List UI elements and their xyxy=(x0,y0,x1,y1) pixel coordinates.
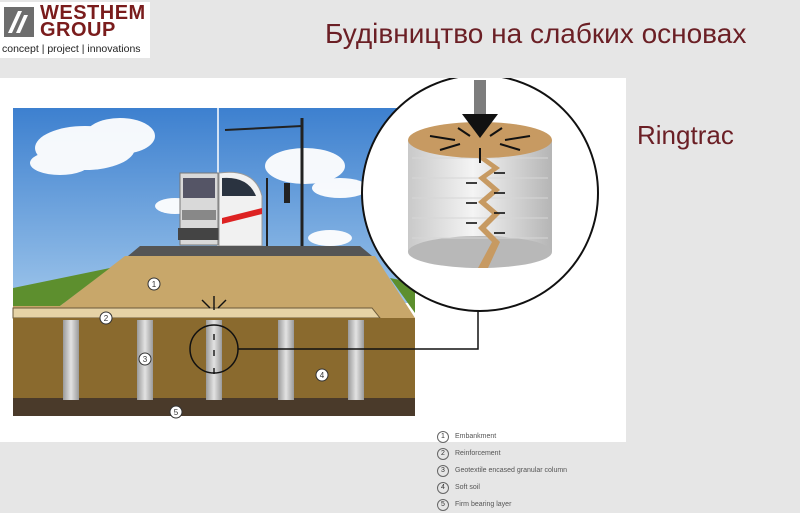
legend-num: 1 xyxy=(437,430,449,443)
marker-3: 3 xyxy=(143,355,148,364)
legend-num: 2 xyxy=(437,447,449,460)
legend-num: 4 xyxy=(437,481,449,494)
legend-item: 3 Geotextile encased granular column xyxy=(437,462,622,479)
embankment xyxy=(13,256,415,318)
signal xyxy=(284,183,290,203)
legend-item: 1 Embankment xyxy=(437,428,622,445)
logo-line2: GROUP xyxy=(40,19,116,41)
catenary xyxy=(224,118,304,246)
legend-num: 3 xyxy=(437,464,449,477)
legend-text: Soft soil xyxy=(455,484,480,491)
grass-left xyxy=(13,268,110,306)
marker-4: 4 xyxy=(320,371,325,380)
track-bed xyxy=(128,246,372,256)
legend-num: 5 xyxy=(437,498,449,511)
marker-5: 5 xyxy=(174,408,179,417)
pressure-arrows xyxy=(429,127,531,163)
logo-mark-icon xyxy=(4,7,34,37)
legend-text: Reinforcement xyxy=(455,450,501,457)
logo-name: WESTHEM GROUP xyxy=(40,2,146,41)
legend-text: Embankment xyxy=(455,433,497,440)
diagram-panel: 1 2 3 4 5 xyxy=(0,78,626,511)
logo-line1: WESTHEM xyxy=(40,2,146,24)
legend-item: 2 Reinforcement xyxy=(437,445,622,462)
ringtrac-label: Ringtrac xyxy=(637,120,734,150)
marker-1: 1 xyxy=(152,280,157,289)
legend-text: Geotextile encased granular column xyxy=(455,467,568,474)
diagram-legend: 1 Embankment 2 Reinforcement 3 Geotextil… xyxy=(437,428,622,513)
company-logo: WESTHEM GROUP concept | project | innova… xyxy=(0,2,150,58)
legend-item: 5 Firm bearing layer xyxy=(437,496,622,513)
legend-item: 4 Soft soil xyxy=(437,479,622,496)
legend-text: Firm bearing layer xyxy=(455,501,512,508)
logo-tagline: concept | project | innovations xyxy=(2,43,141,55)
ringtrac-diagram: 1 2 3 4 5 xyxy=(12,78,599,419)
column-detail xyxy=(361,78,599,312)
header: WESTHEM GROUP concept | project | innova… xyxy=(0,0,800,62)
slide-title: Будівництво на слабких основах xyxy=(325,18,747,49)
load-arrow-icon xyxy=(462,114,498,138)
reinforcement-layer xyxy=(12,307,382,319)
diagram-markers: 1 2 3 4 5 xyxy=(99,277,329,419)
truck xyxy=(178,172,220,246)
marker-2: 2 xyxy=(104,314,109,323)
train xyxy=(218,171,263,247)
firm-layer xyxy=(13,398,415,416)
columns xyxy=(63,320,364,400)
